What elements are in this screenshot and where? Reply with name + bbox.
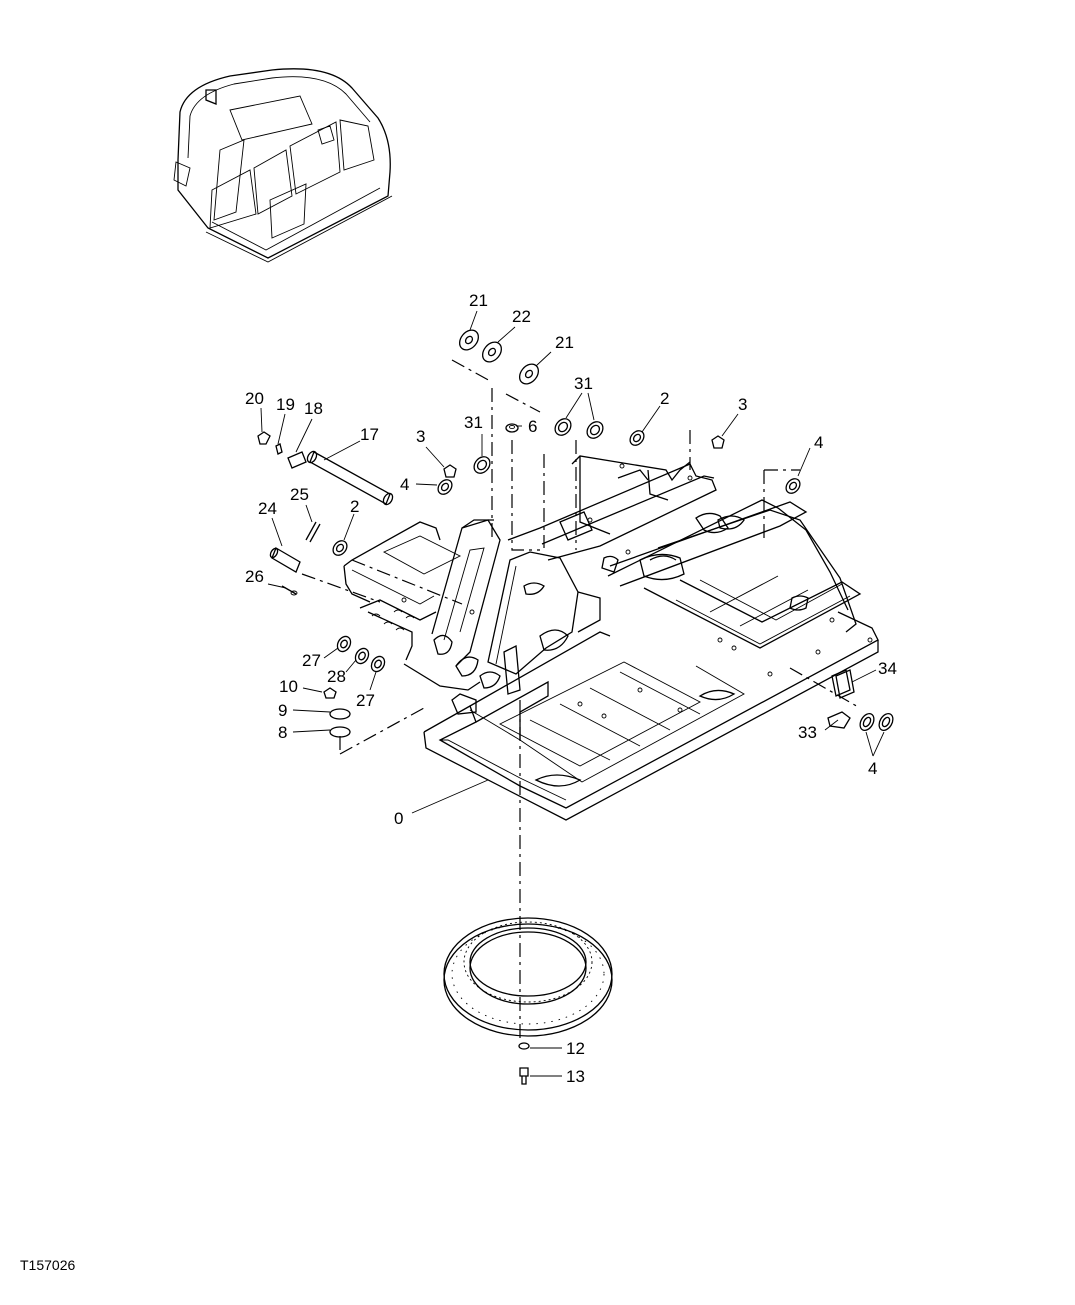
callout-21-top: 21 <box>469 291 488 310</box>
callout-26: 26 <box>245 567 264 586</box>
callout-27-bottom: 27 <box>356 691 375 710</box>
callout-4-left: 4 <box>400 475 409 494</box>
upper-frame-0 <box>343 455 879 821</box>
callout-34: 34 <box>878 659 897 678</box>
callout-8: 8 <box>278 723 287 742</box>
callout-21-lower: 21 <box>555 333 574 352</box>
callout-31-left: 31 <box>464 413 483 432</box>
callout-13: 13 <box>566 1067 585 1086</box>
callout-0: 0 <box>394 809 403 828</box>
figure-id: T157026 <box>20 1257 75 1273</box>
callout-18: 18 <box>304 399 323 418</box>
callout-22: 22 <box>512 307 531 326</box>
callout-3-right: 3 <box>738 395 747 414</box>
callout-24: 24 <box>258 499 277 518</box>
callout-20: 20 <box>245 389 264 408</box>
callout-28: 28 <box>327 667 346 686</box>
cab-locator-illustration <box>173 68 393 263</box>
callout-27-top: 27 <box>302 651 321 670</box>
callout-12: 12 <box>566 1039 585 1058</box>
callout-9: 9 <box>278 701 287 720</box>
callout-3-left: 3 <box>416 427 425 446</box>
callout-10: 10 <box>279 677 298 696</box>
callout-33: 33 <box>798 723 817 742</box>
callout-4-right: 4 <box>814 433 823 452</box>
callout-2-left: 2 <box>350 497 359 516</box>
leader-lines <box>260 310 885 1077</box>
callout-17: 17 <box>360 425 379 444</box>
callout-2-right: 2 <box>660 389 669 408</box>
callout-25: 25 <box>290 485 309 504</box>
callout-labels: 21 22 21 31 2 3 20 19 18 17 3 31 6 4 4 2… <box>245 291 897 1086</box>
exploded-parts <box>257 329 894 1085</box>
callout-31-right: 31 <box>574 374 593 393</box>
assembly-centerlines <box>301 359 861 1040</box>
callout-19: 19 <box>276 395 295 414</box>
callout-4-bottom: 4 <box>868 759 877 778</box>
swing-bearing-ring <box>443 917 613 1037</box>
callout-6: 6 <box>528 417 537 436</box>
